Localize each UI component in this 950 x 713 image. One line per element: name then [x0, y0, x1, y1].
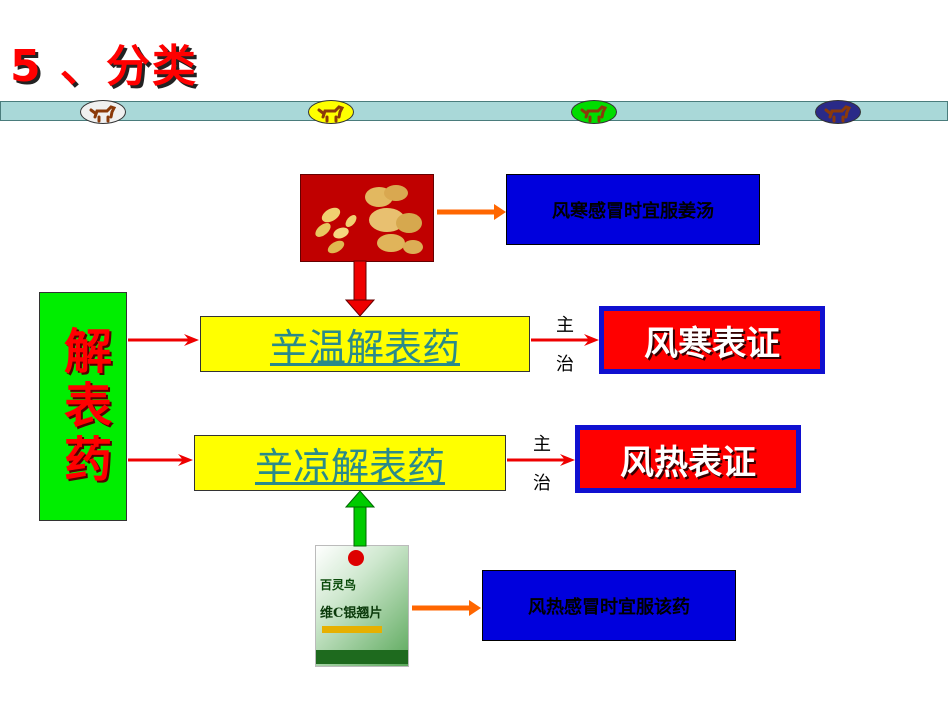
arrow-ginger-to-warm [346, 261, 374, 316]
arrow-package-to-cool [346, 491, 374, 546]
arrow-cool-to-heat-syndrome [507, 454, 575, 466]
arrow-category-to-cool [128, 454, 193, 466]
arrow-package-to-note [412, 600, 481, 616]
arrow-ginger-to-note [437, 204, 506, 220]
arrow-category-to-warm [128, 334, 199, 346]
arrow-warm-to-cold-syndrome [531, 334, 599, 346]
